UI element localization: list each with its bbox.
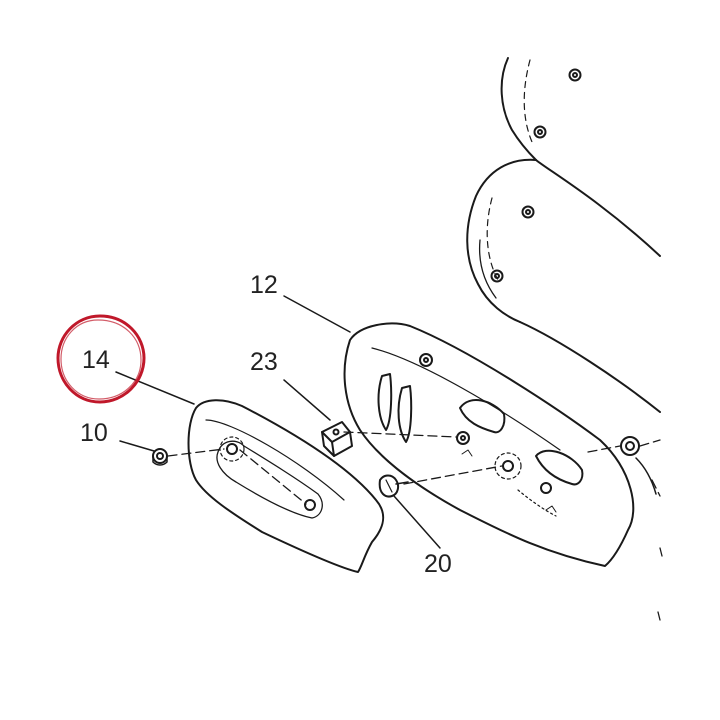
highlight-circle bbox=[56, 314, 146, 404]
callout-23: 23 bbox=[250, 348, 278, 376]
bolt-part-20 bbox=[378, 474, 409, 498]
callout-20: 20 bbox=[424, 550, 452, 578]
callout-10: 10 bbox=[80, 419, 108, 447]
heat-shield-part-12 bbox=[343, 322, 635, 567]
cover-plate-part-14 bbox=[187, 399, 385, 573]
callout-14: 14 bbox=[82, 346, 110, 374]
clip-part-23 bbox=[321, 421, 353, 457]
muffler-body bbox=[466, 57, 661, 413]
grommet-fitting bbox=[620, 436, 640, 456]
callout-12: 12 bbox=[250, 271, 278, 299]
leader-lines bbox=[115, 295, 441, 549]
nut-part-10 bbox=[152, 448, 168, 466]
assembly-lines bbox=[167, 431, 663, 621]
